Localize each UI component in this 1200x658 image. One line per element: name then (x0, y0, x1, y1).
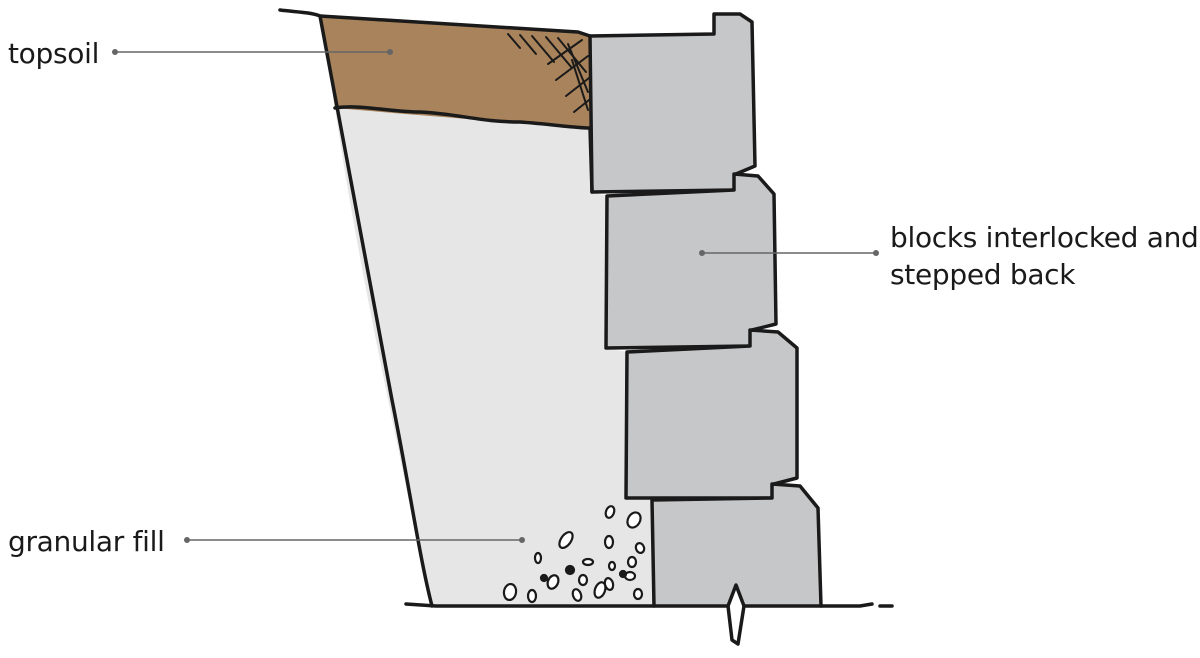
footing-notch (726, 604, 746, 646)
topsoil-layer (320, 16, 590, 128)
blocks-label-line-1: blocks interlocked and (890, 221, 1199, 254)
backfill-divider (588, 126, 594, 194)
wall-block-2 (604, 172, 778, 350)
wall-block-1 (588, 12, 757, 194)
blocks-leader-start-dot (873, 250, 879, 256)
topsoil-hatching (507, 33, 590, 113)
topsoil-label: topsoil (8, 37, 99, 70)
topsoil-top-line (318, 14, 592, 38)
granular-fill-pebbles (502, 505, 646, 604)
blocks-leader-end-dot (699, 250, 705, 256)
soil-outlines (278, 8, 894, 646)
topsoil-leader-start-dot (112, 49, 118, 55)
left-slope-line (278, 8, 434, 608)
topsoil-bottom-line (333, 105, 592, 130)
wall-block-3 (624, 328, 799, 500)
topsoil-leader-end-dot (387, 49, 393, 55)
blocks-label-line-2: stepped back (890, 258, 1076, 291)
ground-line-right (819, 602, 874, 608)
retained-soil (335, 108, 654, 606)
ground-line-left (404, 602, 656, 608)
wall-block-4 (650, 482, 823, 608)
granular-fill-leader-end-dot (519, 537, 525, 543)
granular-fill-label: granular fill (8, 525, 165, 558)
granular-fill-leader-start-dot (184, 537, 190, 543)
leader-lines (112, 49, 879, 543)
